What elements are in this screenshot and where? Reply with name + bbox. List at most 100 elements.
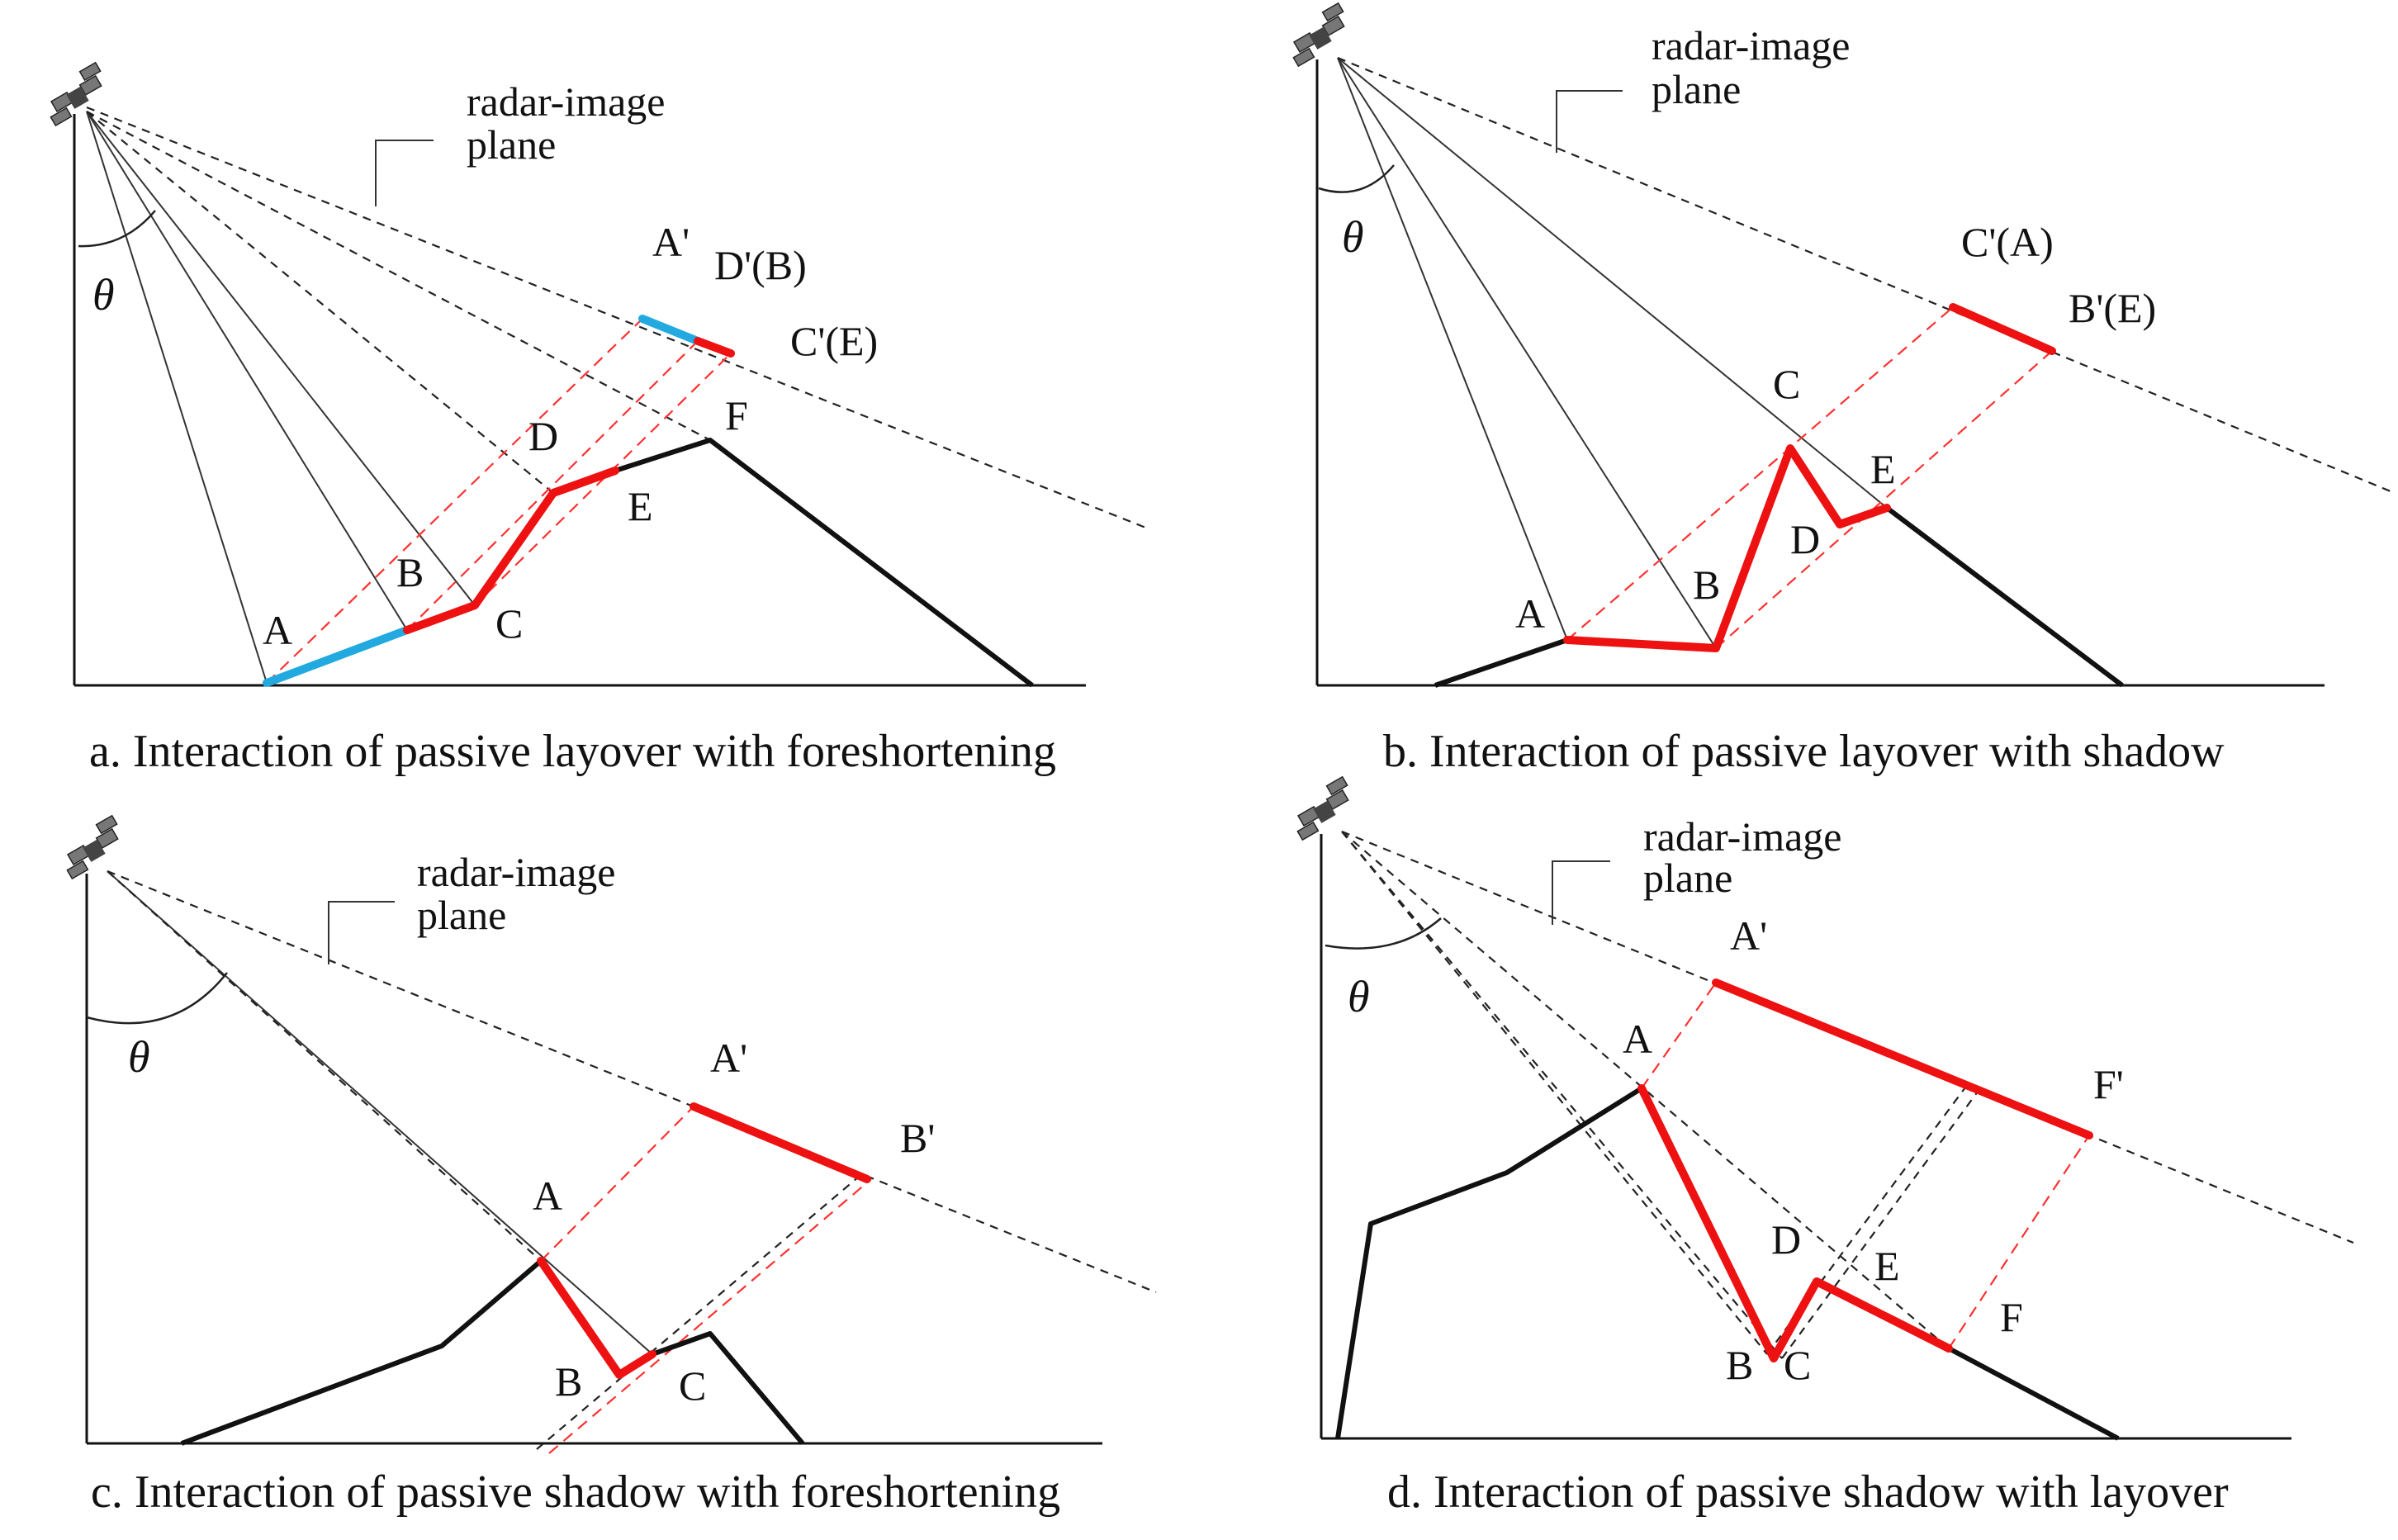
caption-c: c. Interaction of passive shadow with fo… (91, 1467, 1060, 1518)
ray-to-D (86, 111, 554, 494)
point-A-prime: A' (652, 219, 690, 265)
image-segment-C-prime (694, 337, 735, 358)
plane-label-line2: plane (1643, 855, 1732, 901)
projection-C (1781, 1091, 1979, 1359)
point-C: C (1773, 361, 1800, 407)
projection-A (1566, 306, 1954, 641)
theta-arc (1318, 164, 1395, 193)
ray-to-B (86, 111, 408, 631)
panel-d: θ radar-image plane A B C D E F A' F' d.… (1296, 776, 2354, 1518)
point-A: A (263, 607, 292, 653)
point-A: A (1515, 590, 1545, 637)
point-A: A (1623, 1016, 1652, 1062)
projection-B (548, 1178, 872, 1454)
ray-to-C (1341, 831, 1783, 1359)
ground-segment-AB (263, 626, 411, 687)
ray-to-B (1341, 831, 1768, 1355)
ray-to-F (86, 111, 711, 441)
theta-arc (86, 972, 228, 1025)
ground-segment-ABC (537, 1257, 656, 1379)
satellite-icon (1292, 2, 1345, 67)
point-A-prime: A' (710, 1035, 747, 1081)
point-F: F (2000, 1294, 2023, 1340)
projection-B (406, 340, 699, 631)
satellite-icon (66, 815, 119, 879)
ray-to-E (1337, 57, 1888, 509)
point-F-prime: F' (2093, 1061, 2124, 1107)
projection-F (1948, 1135, 2090, 1349)
theta-arc (1325, 917, 1442, 950)
caption-b: b. Interaction of passive layover with s… (1383, 726, 2225, 777)
plane-label-line2: plane (1652, 66, 1741, 112)
theta-label: θ (128, 1032, 150, 1082)
ground-segment-ABCF (1637, 1084, 1953, 1362)
ray-to-B (1337, 57, 1717, 649)
terrain-left (1434, 637, 1568, 688)
plane-callout (375, 140, 434, 206)
point-E: E (1874, 1243, 1900, 1289)
projection-B (1766, 1087, 1966, 1355)
radar-image-plane (86, 106, 1149, 530)
ray-to-A (86, 111, 268, 684)
point-E: E (628, 483, 653, 529)
point-D: D (1771, 1216, 1801, 1263)
point-B: B (396, 549, 424, 595)
projection-A (266, 318, 643, 684)
image-segment-A-prime (638, 315, 702, 345)
ray-to-A (107, 870, 542, 1262)
plane-callout (1556, 90, 1623, 153)
projection-B (1715, 350, 2053, 649)
ray-to-C (86, 111, 476, 606)
terrain-left (1335, 1086, 1643, 1439)
point-D-prime-B: D'(B) (714, 242, 807, 288)
terrain-right (651, 1331, 805, 1445)
radar-image-plane (1337, 56, 2391, 493)
point-B-prime: B' (900, 1115, 935, 1161)
theta-label: θ (1342, 212, 1364, 262)
theta-label: θ (92, 270, 115, 320)
image-segment-A-prime-B-prime (690, 1102, 871, 1183)
radar-image-plane (1341, 830, 2354, 1244)
projection-A (540, 1106, 694, 1262)
satellite-icon (1296, 776, 1349, 841)
point-C-prime-A: C'(A) (1961, 219, 2054, 265)
theta-arc (78, 210, 156, 248)
terrain (552, 438, 1034, 688)
plane-label-line1: radar-image (467, 78, 666, 125)
point-B: B (1693, 562, 1720, 608)
point-B-prime-E: B'(E) (2069, 285, 2156, 331)
terrain-left (180, 1258, 543, 1446)
point-A: A (533, 1173, 562, 1219)
satellite-icon (50, 62, 102, 126)
point-B: B (555, 1358, 582, 1405)
caption-a: a. Interaction of passive layover with f… (89, 726, 1056, 777)
projection-A (1641, 982, 1717, 1089)
point-C: C (1784, 1342, 1811, 1388)
plane-label-line2: plane (417, 892, 506, 938)
point-C-prime-E: C'(E) (790, 318, 878, 364)
ground-segment-BCDE (403, 467, 619, 634)
ray-to-A (1337, 57, 1568, 641)
point-F: F (725, 392, 748, 438)
panel-a: θ radar-image plane A B C D E F A' D'(B)… (50, 62, 1149, 777)
panel-c: θ radar-image plane A B C A' B' c. Inter… (66, 815, 1157, 1518)
panel-b: θ radar-image plane A B C D E C'(A) B'(E… (1292, 2, 2391, 777)
ground-segment-ABCDE (1563, 444, 1891, 652)
plane-label-line2: plane (467, 121, 556, 168)
point-B: B (1726, 1342, 1753, 1388)
radar-image-plane (107, 870, 1157, 1294)
plane-callout (328, 901, 395, 964)
plane-callout (1552, 860, 1610, 925)
terrain-right (1885, 505, 2124, 688)
point-C: C (495, 600, 523, 647)
point-D: D (1790, 516, 1820, 562)
plane-label-line1: radar-image (417, 849, 616, 895)
theta-label: θ (1348, 972, 1370, 1021)
point-C: C (679, 1362, 706, 1409)
point-E: E (1870, 446, 1896, 492)
plane-label-line1: radar-image (1652, 22, 1851, 69)
plane-label-line1: radar-image (1643, 813, 1842, 860)
projection-C (536, 1176, 860, 1450)
terrain-right (1947, 1346, 2120, 1441)
